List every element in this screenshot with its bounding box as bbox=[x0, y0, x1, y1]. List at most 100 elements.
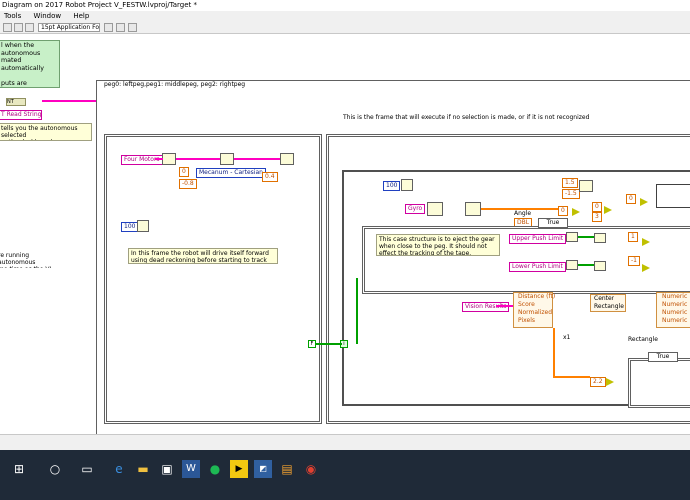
edge-icon[interactable]: e bbox=[115, 462, 123, 476]
case-selector-label[interactable]: peg0: leftpeg,peg1: middlepeg, peg2: rig… bbox=[104, 81, 246, 88]
toolbar-cleanup-icon[interactable] bbox=[128, 23, 137, 32]
toolbar-reorder-icon[interactable] bbox=[116, 23, 125, 32]
lower-di-node[interactable] bbox=[566, 260, 578, 270]
labview-icon[interactable]: ▶ bbox=[230, 460, 248, 478]
wire-b bbox=[176, 158, 220, 160]
app-icon[interactable]: ◩ bbox=[254, 460, 272, 478]
spotify-icon[interactable]: ● bbox=[209, 462, 221, 476]
lower-wire bbox=[578, 264, 594, 266]
robotdrive-open-node[interactable] bbox=[162, 153, 176, 165]
const-neg1[interactable]: -1 bbox=[628, 256, 640, 266]
inner-case-b-selector[interactable]: True bbox=[648, 352, 678, 362]
loop-wait-icon[interactable] bbox=[401, 179, 413, 191]
const-neg08-input[interactable]: -0.8 bbox=[179, 179, 197, 189]
const-04-input[interactable]: 0.4 bbox=[262, 172, 278, 182]
menu-bar: Tools Window Help bbox=[0, 11, 690, 21]
task-view-icon[interactable]: ▭ bbox=[81, 462, 93, 476]
cluster-score: Score bbox=[518, 301, 535, 308]
menu-help[interactable]: Help bbox=[73, 12, 90, 20]
inner-case-a[interactable] bbox=[656, 184, 690, 208]
upper-push-limit[interactable]: Upper Push Limit bbox=[509, 234, 567, 244]
const-100-wait[interactable]: 100 bbox=[121, 222, 139, 232]
vision-wire bbox=[496, 305, 513, 307]
dead-reckoning-note: In this frame the robot will drive itsel… bbox=[128, 248, 278, 264]
const-0-input[interactable]: 0 bbox=[179, 167, 189, 177]
gyro-angle-node[interactable] bbox=[465, 202, 481, 216]
vision-unbundle[interactable] bbox=[513, 292, 553, 328]
font-select[interactable]: 15pt Application Font bbox=[38, 23, 100, 32]
upper-select-node[interactable] bbox=[642, 238, 650, 246]
upper-get-node[interactable] bbox=[594, 233, 606, 243]
autonomous-selected-note: tells you the autonomous selected m the … bbox=[0, 123, 92, 141]
menu-tools[interactable]: Tools bbox=[4, 12, 22, 20]
const-0-d[interactable]: 0 bbox=[626, 194, 636, 204]
const-1[interactable]: 1 bbox=[628, 232, 638, 242]
menu-window[interactable]: Window bbox=[33, 12, 62, 20]
compare-node[interactable] bbox=[640, 198, 648, 206]
chrome-icon[interactable]: ◉ bbox=[305, 462, 317, 476]
default-frame-note: This is the frame that will execute if n… bbox=[343, 114, 590, 121]
center-unbundle[interactable] bbox=[590, 294, 626, 312]
eject-note: This case structure is to eject the gear… bbox=[376, 234, 500, 256]
gyro-get-node[interactable] bbox=[427, 202, 443, 216]
toolbar-resize-icon[interactable] bbox=[104, 23, 113, 32]
string-wire bbox=[42, 100, 98, 102]
bool-wire bbox=[316, 343, 342, 345]
inner-case-b[interactable] bbox=[628, 358, 690, 408]
mecanum-enum[interactable]: Mecanum - Cartesian bbox=[196, 168, 266, 178]
autonomous-green-note: l when the autonomous mated automaticall… bbox=[0, 40, 60, 88]
const-0-b[interactable]: 0 bbox=[558, 206, 568, 216]
distance-compare-node[interactable] bbox=[606, 378, 614, 386]
read-string-label: T Read String bbox=[0, 110, 42, 120]
file-explorer-icon[interactable]: ▬ bbox=[137, 462, 149, 476]
four-motors-constant[interactable]: Four Motors bbox=[121, 155, 163, 165]
toolbar-align-icon[interactable] bbox=[14, 23, 23, 32]
word-icon[interactable]: W bbox=[182, 460, 200, 478]
eject-case-selector[interactable]: True bbox=[538, 218, 568, 228]
select-node[interactable] bbox=[604, 206, 612, 214]
rectangle-label-b: Rectangle bbox=[628, 336, 658, 343]
toolbar-distribute-icon[interactable] bbox=[25, 23, 34, 32]
horizontal-scrollbar[interactable] bbox=[0, 434, 690, 450]
block-diagram-canvas[interactable]: l when the autonomous mated automaticall… bbox=[0, 34, 690, 444]
windows-start-icon[interactable]: ⊞ bbox=[13, 462, 25, 476]
toolbar: 15pt Application Font bbox=[0, 21, 690, 34]
upper-di-node[interactable] bbox=[566, 232, 578, 242]
distance-wire-h bbox=[553, 376, 590, 378]
const-100-loop[interactable]: 100 bbox=[383, 181, 401, 191]
nt-read-node[interactable]: NT bbox=[6, 98, 26, 106]
search-icon[interactable]: ○ bbox=[49, 462, 61, 476]
const-15[interactable]: 1.5 bbox=[562, 178, 578, 188]
const-22[interactable]: 2.2 bbox=[590, 377, 606, 387]
lower-get-node[interactable] bbox=[594, 261, 606, 271]
mecanum-drive-node[interactable] bbox=[220, 153, 234, 165]
labview-project-icon[interactable]: ▤ bbox=[281, 462, 293, 476]
angle-wire bbox=[481, 208, 561, 210]
sequence-frame-1[interactable] bbox=[104, 134, 322, 424]
numeric-cluster[interactable] bbox=[656, 292, 690, 328]
wire-c bbox=[234, 158, 280, 160]
upper-wire bbox=[578, 236, 594, 238]
windows-taskbar: ⊞ ○ ▭ e ▬ ▣ W ● ▶ ◩ ▤ ◉ bbox=[0, 450, 690, 500]
greater-node[interactable] bbox=[572, 208, 580, 216]
const-neg15[interactable]: -1.5 bbox=[562, 189, 580, 199]
numeric-1: Numeric bbox=[662, 293, 688, 300]
drive-close-node[interactable] bbox=[280, 153, 294, 165]
toolbar-grid-icon[interactable] bbox=[3, 23, 12, 32]
distance-wire bbox=[553, 328, 555, 376]
lower-select-node[interactable] bbox=[642, 264, 650, 272]
numeric-3: Numeric bbox=[662, 309, 688, 316]
gyro-refnum[interactable]: Gyro bbox=[405, 204, 426, 214]
vision-results[interactable]: Vision Results bbox=[462, 302, 510, 312]
wait-ms-icon[interactable] bbox=[137, 220, 149, 232]
lower-push-limit[interactable]: Lower Push Limit bbox=[509, 262, 566, 272]
in-range-node[interactable] bbox=[579, 180, 593, 192]
cluster-distance: Distance (ft) bbox=[518, 293, 556, 300]
cluster-normalized: Normalized bbox=[518, 309, 553, 316]
store-icon[interactable]: ▣ bbox=[161, 462, 173, 476]
numeric-4: Numeric bbox=[662, 317, 688, 324]
const-3[interactable]: 3 bbox=[592, 212, 602, 222]
const-0-c[interactable]: 0 bbox=[592, 202, 602, 212]
false-constant[interactable]: F bbox=[308, 340, 316, 348]
rectangle-label-a: Rectangle bbox=[594, 303, 624, 310]
